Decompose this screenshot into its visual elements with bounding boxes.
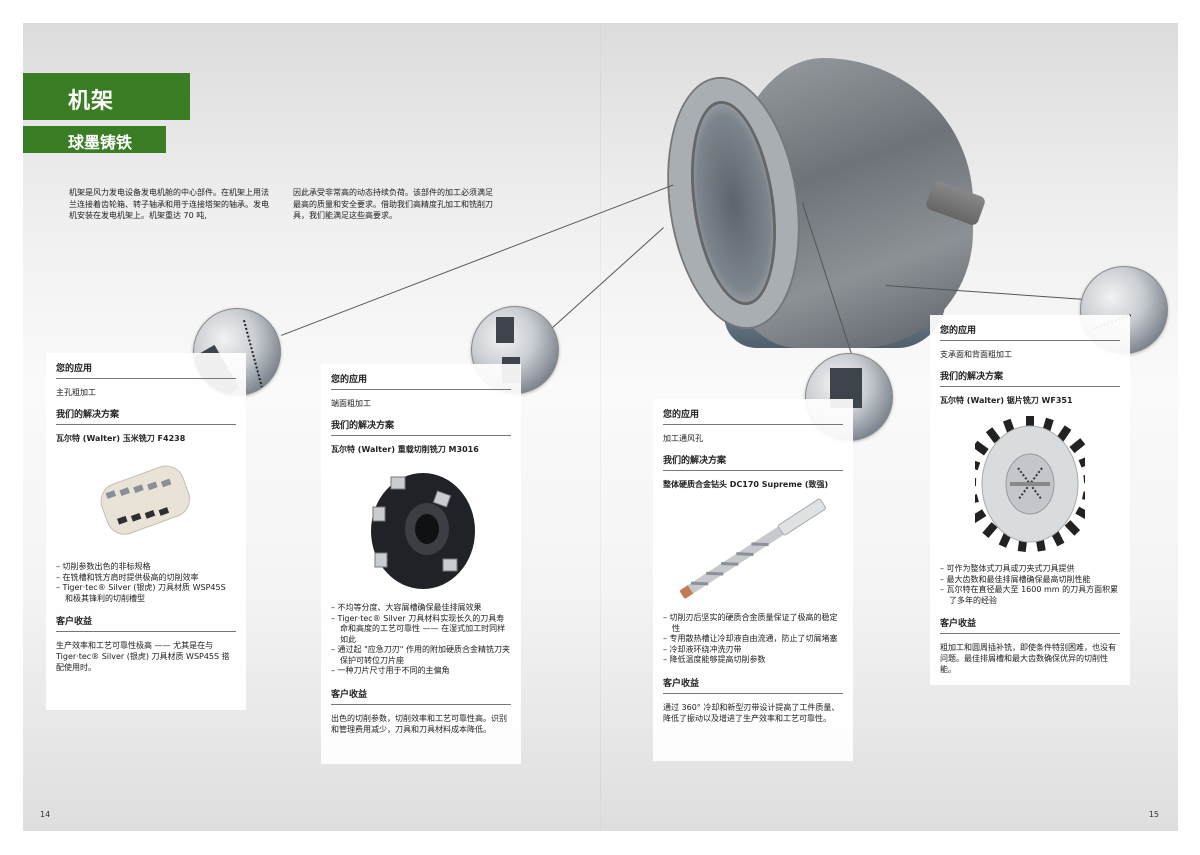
feature-list: 可作为整体式刀具或刀夹式刀具提供 最大齿数和最佳排屑槽确保最高切削性能 瓦尔特在…: [940, 564, 1120, 606]
product-name: 瓦尔特 (Walter) 锯片铣刀 WF351: [940, 396, 1073, 405]
application-card-4: 您的应用 支承面和背面粗加工 我们的解决方案 瓦尔特 (Walter) 锯片铣刀…: [930, 315, 1130, 685]
intro-paragraph-left: 机架是风力发电设备发电机舱的中心部件。在机架上用法兰连接着齿轮箱、转子轴承和用于…: [69, 188, 269, 220]
face-milling-cutter-image: [361, 463, 481, 593]
benefit-text: 出色的切削参数，切削效率和工艺可靠性高。识别和管理费用减少，刀具和刀具材料成本降…: [331, 713, 507, 734]
feature-item: 专用散热槽让冷却液自由流通，防止了切屑堵塞: [663, 634, 843, 645]
application-card-3: 您的应用 加工通风孔 我们的解决方案 整体硬质合金钻头 DC170 Suprem…: [653, 399, 853, 761]
solution-heading: 我们的解决方案: [940, 369, 1120, 387]
benefit-heading: 客户收益: [331, 687, 511, 705]
feature-item: 瓦尔特在直径最大至 1600 mm 的刀具方面积累了多年的经验: [940, 585, 1120, 606]
application-heading: 您的应用: [663, 407, 843, 425]
application-card-2: 您的应用 端面粗加工 我们的解决方案 瓦尔特 (Walter) 重载切削铣刀 M…: [321, 364, 521, 764]
page-subtitle: 球墨铸铁: [23, 126, 166, 153]
product-name: 瓦尔特 (Walter) 重载切削铣刀 M3016: [331, 445, 479, 454]
product-name: 瓦尔特 (Walter) 玉米铣刀 F4238: [56, 434, 186, 443]
solution-heading: 我们的解决方案: [663, 453, 843, 471]
benefit-text: 粗加工和圆周插补铣，即使条件特别困难，也没有问题。最佳排屑槽和最大齿数确保优异的…: [940, 643, 1116, 674]
solution-heading: 我们的解决方案: [56, 407, 236, 425]
application-value: 加工通风孔: [663, 434, 703, 443]
carbide-drill-image: [663, 498, 843, 603]
page-title: 机架: [23, 73, 190, 120]
callout-line-2: [548, 227, 664, 332]
feature-item: Tiger·tec® Silver 刀具材料实现长久的刀具寿命和高度的工艺可靠性…: [331, 614, 511, 646]
feature-item: 通过起 "应急刀刃" 作用的附加硬质合金精铣刀夹保护可转位刀片座: [331, 645, 511, 666]
intro-paragraph-right: 因此承受非常高的动态持续负荷。该部件的加工必须满足最高的质量和安全要求。借助我们…: [293, 188, 493, 220]
benefit-text: 通过 360° 冷却和新型刃带设计提高了工件质量、降低了振动以及增进了生产效率和…: [663, 702, 840, 723]
feature-item: 最大齿数和最佳排屑槽确保最高切削性能: [940, 575, 1120, 586]
feature-item: Tiger·tec® Silver (银虎) 刀具材质 WSP45S 和极其锋利…: [56, 583, 236, 604]
feature-item: 降低温度能够提高切削参数: [663, 655, 843, 666]
application-heading: 您的应用: [940, 323, 1120, 341]
disc-milling-cutter-image: [961, 414, 1099, 554]
page-number-left: 14: [40, 810, 51, 819]
solution-heading: 我们的解决方案: [331, 418, 511, 436]
application-card-1: 您的应用 主孔粗加工 我们的解决方案 瓦尔特 (Walter) 玉米铣刀 F42…: [46, 353, 246, 710]
application-heading: 您的应用: [331, 372, 511, 390]
feature-list: 切削刃后坚实的硬质合金质量保证了极高的稳定性 专用散热槽让冷却液自由流通，防止了…: [663, 613, 843, 666]
feature-list: 不均等分度、大容屑槽确保最佳排屑效果 Tiger·tec® Silver 刀具材…: [331, 603, 511, 677]
benefit-heading: 客户收益: [940, 616, 1120, 634]
benefit-heading: 客户收益: [56, 614, 236, 632]
benefit-heading: 客户收益: [663, 676, 843, 694]
application-value: 支承面和背面粗加工: [940, 350, 1012, 359]
corn-milling-cutter-image: [91, 452, 201, 552]
application-heading: 您的应用: [56, 361, 236, 379]
page-number-right: 15: [1148, 810, 1159, 819]
feature-item: 一种刀片尺寸用于不同的主偏角: [331, 666, 511, 677]
feature-item: 切削刃后坚实的硬质合金质量保证了极高的稳定性: [663, 613, 843, 634]
feature-item: 冷却液环绕冲洗刃带: [663, 645, 843, 656]
application-value: 端面粗加工: [331, 399, 371, 408]
feature-item: 可作为整体式刀具或刀夹式刀具提供: [940, 564, 1120, 575]
application-value: 主孔粗加工: [56, 388, 96, 397]
feature-list: 切削参数出色的非标规格 在铣槽和铣方肩时提供极高的切削效率 Tiger·tec®…: [56, 562, 236, 604]
feature-item: 不均等分度、大容屑槽确保最佳排屑效果: [331, 603, 511, 614]
feature-item: 切削参数出色的非标规格: [56, 562, 236, 573]
benefit-text: 生产效率和工艺可靠性极高 —— 尤其是在与 Tiger·tec® Silver …: [56, 641, 230, 672]
product-name: 整体硬质合金钻头 DC170 Supreme (致强): [663, 480, 829, 489]
brochure-spread: 机架 球墨铸铁 机架是风力发电设备发电机舱的中心部件。在机架上用法兰连接着齿轮箱…: [23, 23, 1178, 831]
feature-item: 在铣槽和铣方肩时提供极高的切削效率: [56, 573, 236, 584]
